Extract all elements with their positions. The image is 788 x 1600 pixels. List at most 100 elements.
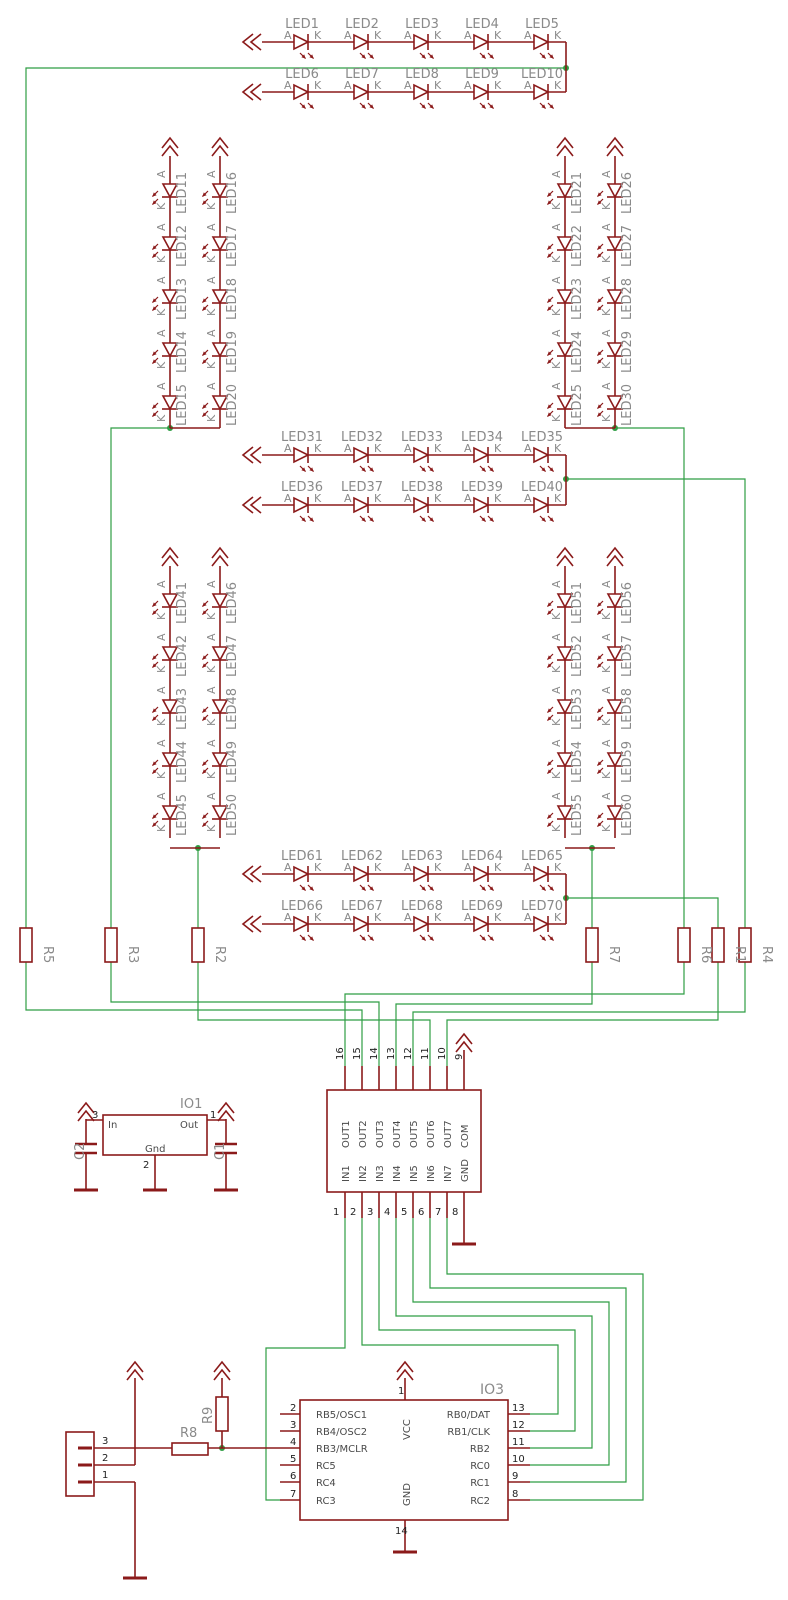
arrow-head xyxy=(597,602,602,607)
led-diode xyxy=(293,915,310,933)
arrow-head xyxy=(421,886,426,891)
arrow-head xyxy=(202,716,207,721)
anode-label: A xyxy=(524,911,532,924)
mcu-name: IO3 xyxy=(480,1382,504,1398)
arrow-head xyxy=(547,716,552,721)
arrow-head xyxy=(429,886,434,891)
cathode-label: K xyxy=(374,442,382,455)
anode-label: A xyxy=(205,580,218,588)
anode-label: A xyxy=(404,861,412,874)
cathode-label: K xyxy=(434,492,442,505)
led-emit-arrow xyxy=(546,402,554,410)
arrow-head xyxy=(549,467,554,472)
led-emit-arrow xyxy=(151,243,159,251)
led-diode xyxy=(353,865,370,883)
arrow-head xyxy=(152,298,157,303)
resistor-label: R3 xyxy=(125,946,140,963)
chevron xyxy=(241,446,254,464)
led-label: LED54 xyxy=(570,741,585,783)
diode-triangle xyxy=(211,805,229,821)
cathode-label: K xyxy=(494,492,502,505)
led-diode xyxy=(211,752,229,768)
led-emit-arrow xyxy=(546,714,554,722)
anode-label: A xyxy=(284,442,292,455)
anode-label: A xyxy=(550,223,563,231)
anode-label: A xyxy=(600,633,613,641)
anode-label: A xyxy=(600,329,613,337)
chevron xyxy=(211,136,229,149)
led-diode xyxy=(606,236,624,252)
anode-label: A xyxy=(404,29,412,42)
chevron xyxy=(556,546,574,559)
led-label: LED35 xyxy=(521,430,563,445)
diode-triangle xyxy=(533,865,550,883)
pin-label: RC1 xyxy=(470,1478,490,1489)
diode-triangle xyxy=(606,342,624,358)
arrow-head xyxy=(152,761,157,766)
arrow-head xyxy=(547,306,552,311)
mcu-vcc-label: VCC xyxy=(402,1419,413,1440)
anode-label: A xyxy=(550,276,563,284)
cathode-label: K xyxy=(550,771,563,779)
cathode-label: K xyxy=(434,861,442,874)
pin-number: 5 xyxy=(290,1454,296,1465)
cathode-label: K xyxy=(600,255,613,263)
led-diode xyxy=(556,289,574,305)
chevron xyxy=(249,83,262,101)
anode-label: A xyxy=(205,792,218,800)
led-emit-arrow xyxy=(479,102,487,110)
pin-number: 11 xyxy=(420,1047,431,1060)
chevron xyxy=(241,83,254,101)
pin-label: IN4 xyxy=(392,1165,403,1182)
led-emit-arrow xyxy=(596,243,604,251)
arrow-head xyxy=(541,54,546,59)
diode-triangle xyxy=(556,236,574,252)
pin-label: RB4/OSC2 xyxy=(316,1427,367,1438)
diode-triangle xyxy=(211,646,229,662)
cathode-label: K xyxy=(600,202,613,210)
cathode-label: K xyxy=(155,414,168,422)
diode-triangle xyxy=(293,865,310,883)
led-emit-arrow xyxy=(201,349,209,357)
led-label: LED7 xyxy=(345,67,379,82)
arrow-head xyxy=(597,351,602,356)
cathode-label: K xyxy=(554,861,562,874)
pin-number: 5 xyxy=(401,1207,407,1218)
net-in7 xyxy=(446,1218,644,1501)
led-label: LED68 xyxy=(401,899,443,914)
diode-triangle xyxy=(293,33,310,51)
led-diode xyxy=(211,699,229,715)
regulator-in-label: In xyxy=(108,1120,117,1131)
arrow-head xyxy=(597,814,602,819)
led-label: LED51 xyxy=(570,582,585,624)
pin-number: 1 xyxy=(102,1470,108,1481)
resistor-label: R7 xyxy=(606,946,621,963)
diode-triangle xyxy=(606,805,624,821)
arrow-head xyxy=(489,104,494,109)
supply-arrow-icon xyxy=(241,915,262,933)
led-emit-arrow xyxy=(299,465,307,473)
pin-number: 1 xyxy=(333,1207,339,1218)
arrow-head xyxy=(547,412,552,417)
led-diode xyxy=(161,395,179,411)
arrow-head xyxy=(361,936,366,941)
arrow-head xyxy=(597,708,602,713)
anode-label: A xyxy=(600,276,613,284)
arrow-head xyxy=(202,404,207,409)
led-emit-arrow xyxy=(487,934,495,942)
led-emit-arrow xyxy=(479,515,487,523)
arrow-head xyxy=(152,822,157,827)
pin-number: 8 xyxy=(452,1207,458,1218)
led-diode xyxy=(473,446,490,464)
resistor-label: R1 xyxy=(732,946,747,963)
arrow-head xyxy=(202,610,207,615)
pin-label: RC4 xyxy=(316,1478,336,1489)
led-emit-arrow xyxy=(487,884,495,892)
chevron xyxy=(211,546,229,559)
pin-label: IN6 xyxy=(426,1165,437,1182)
arrow-head xyxy=(547,761,552,766)
arrow-head xyxy=(152,200,157,205)
led-label: LED41 xyxy=(175,582,190,624)
arrow-head xyxy=(597,200,602,205)
arrow-head xyxy=(152,306,157,311)
